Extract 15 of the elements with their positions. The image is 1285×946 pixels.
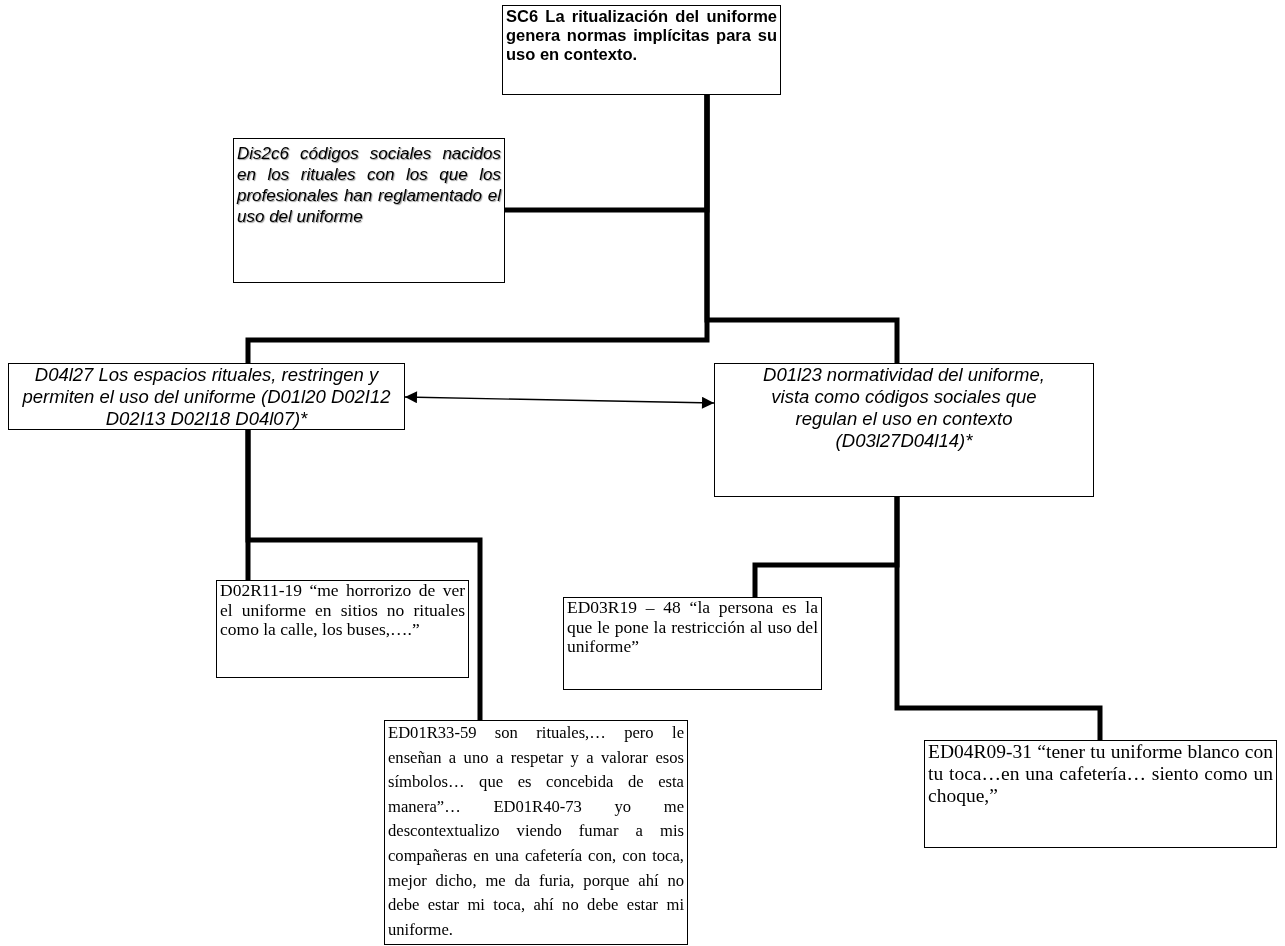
text-box [924, 740, 1277, 848]
text-box [233, 138, 505, 283]
box-text: SC6 La ritualización del uniforme genera normas implícitas para su uso en contexto. [506, 7, 777, 64]
box-text: ED04R09-31 “tener tu uniforme blanco con tu toca…en una cafetería… siento como un choque,” [928, 741, 1273, 807]
text-box [502, 5, 781, 95]
box-text: ED01R33-59 son rituales,… pero le enseñan a uno a respetar y a valorar esos símbolos… que es concebida de esta manera”… ED01R40-73 yo me descontextualizo viendo fumar a mis compañeras en una cafetería con, con toca, mejor dicho, me da furia, porque ahí no debe estar mi toca, ahí no debe estar mi uniforme. [388, 722, 684, 941]
box-text: D01l23 normatividad del uniforme, vista como códigos sociales que regulan el uso en contexto (D03l27D04l14)* [762, 364, 1046, 452]
text-box [714, 363, 1094, 497]
text-box [216, 580, 469, 678]
box-text: Dis2c6 códigos sociales nacidos en los rituales con los que los profesionales han reglamentado el uso del uniforme [237, 143, 501, 227]
box-text: ED03R19 – 48 “la persona es la que le pone la restricción al uso del uniforme” [567, 598, 818, 657]
box-text: D02R11-19 “me horrorizo de ver el uniforme en sitios no rituales como la calle, los buses,….” [220, 581, 465, 640]
box-text: D04l27 Los espacios rituales, restringen y permiten el uso del uniforme (D01l20 D02I12 D02I13 D02I18 D04l07)* [21, 364, 392, 430]
text-box [563, 597, 822, 690]
arrow [404, 391, 715, 409]
